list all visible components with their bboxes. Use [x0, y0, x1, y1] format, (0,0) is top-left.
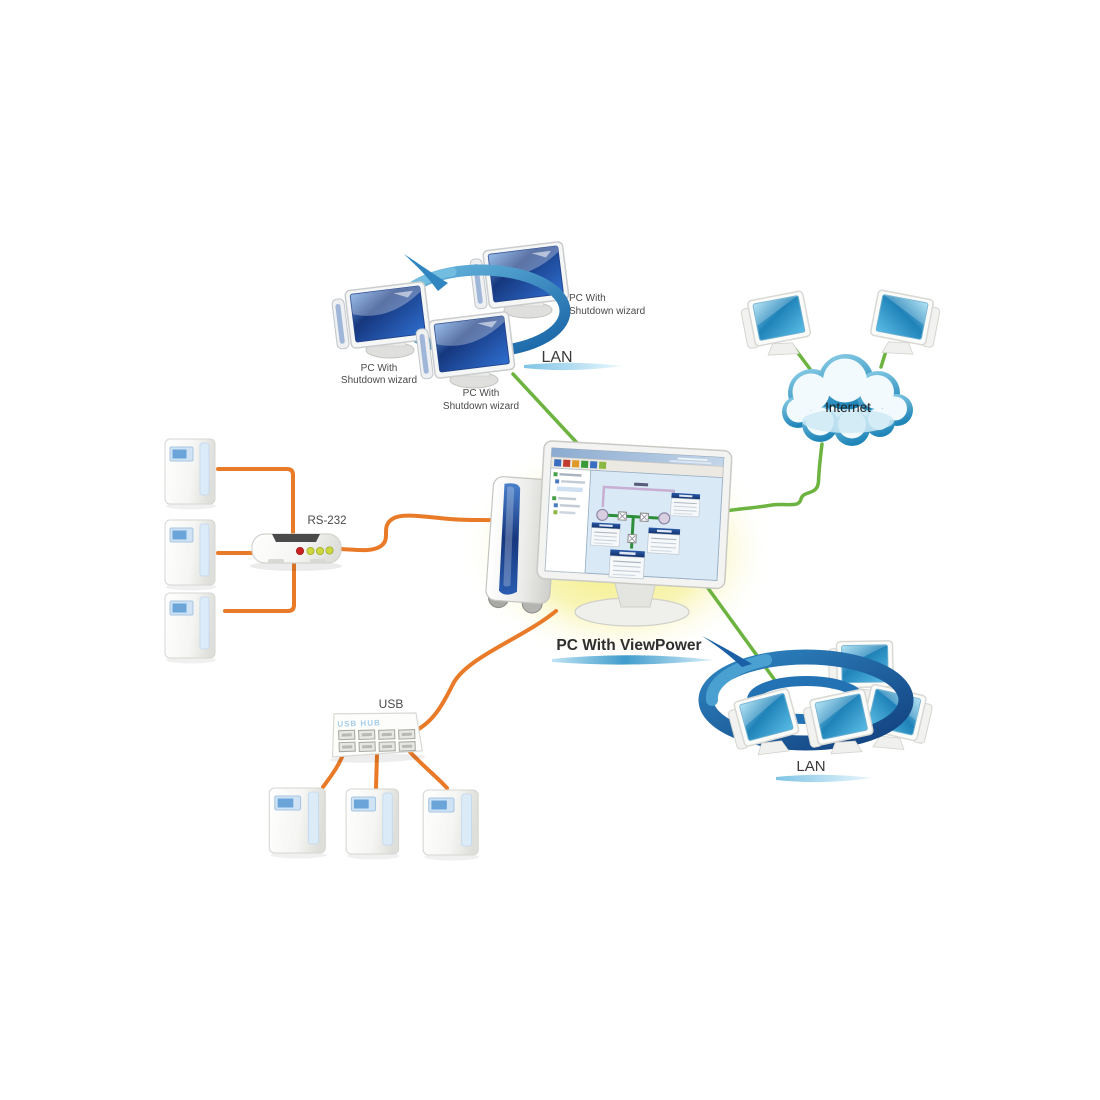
rs232-foot-1 [268, 559, 284, 563]
serial-group: RS-232 [164, 438, 347, 664]
titlebar-text-line2 [669, 460, 712, 465]
pc-with-shutdown-wizard-1 [329, 280, 432, 359]
pc-with-shutdown-wizard-3 [413, 310, 516, 389]
pc2-label-line1: PC With [569, 293, 606, 304]
viewpower-swoosh [552, 655, 714, 665]
usb-port-row-2 [338, 741, 416, 753]
toolbar-icon-5 [589, 461, 598, 469]
rs232-foot-2 [310, 559, 326, 563]
topology-box-bottom [608, 548, 646, 580]
cable-usbhub-to-viewpower [409, 609, 558, 735]
pc2-label-line2: Shutdown wizard [569, 306, 645, 317]
rs232-led-2 [316, 546, 325, 555]
usb-group: USB HUB USB [268, 697, 480, 862]
internet-pc-2 [868, 288, 943, 357]
toolbar-icon-4 [580, 460, 589, 469]
topology-graph [590, 482, 701, 580]
bottom-lan-label: LAN [796, 758, 825, 775]
ups-tower-1 [164, 438, 217, 510]
pc3-label-line2: Shutdown wizard [443, 401, 519, 412]
top-lan-ring-tail [404, 254, 448, 291]
ups-tower-5 [345, 788, 401, 861]
bottom-lan-cluster: LAN [698, 632, 937, 783]
pc3-label-line1: PC With [463, 388, 500, 399]
sidebar-tree-items [552, 472, 586, 515]
titlebar-text-line1 [677, 457, 708, 462]
bottom-lan-swoosh [776, 774, 872, 783]
cloud-inner-shade [802, 409, 894, 433]
bottom-lan-ring-tail [702, 636, 752, 667]
rs232-led-3 [325, 546, 334, 555]
cable-pc2-to-cloud [879, 349, 888, 369]
toolbar-icons [553, 459, 607, 470]
cable-toplan-to-viewpower [511, 372, 580, 446]
internet-cluster: Internet [738, 288, 943, 446]
rs232-led-1 [306, 546, 315, 555]
usb-port-row-1 [338, 729, 416, 741]
cable-ups1-to-rs232 [216, 467, 295, 539]
pc1-label-line1: PC With [361, 363, 398, 374]
bottom-lan-ring-highlight [705, 654, 772, 706]
tower-stripe-gloss [503, 486, 515, 587]
ups-tower-2 [164, 519, 217, 591]
ups-tower-6 [422, 789, 480, 862]
cable-usbhub-to-ups6 [408, 750, 449, 790]
topology-box-left [590, 521, 621, 548]
usb-hub-device-label: USB HUB [337, 718, 381, 729]
rs232-device [250, 533, 342, 571]
bottom-lan-pc-3 [800, 687, 876, 757]
toolbar-icon-3 [571, 460, 580, 468]
top-lan-label: LAN [541, 349, 572, 366]
ups-tower-4 [268, 787, 327, 860]
hub-shadow [329, 754, 426, 763]
usb-ports [338, 729, 416, 753]
internet-pc-1 [738, 289, 813, 358]
internet-cloud-icon [782, 354, 913, 446]
topology-loop-label [634, 482, 649, 487]
tower-front-stripe [499, 483, 521, 595]
internet-label: Internet [825, 400, 871, 415]
viewpower-label: PC With ViewPower [556, 637, 701, 654]
viewpower-monitor [536, 440, 733, 590]
top-lan-cluster: PC With Shutdown wizard PC With Shutdown… [329, 240, 645, 412]
usb-hub-device: USB HUB [329, 712, 426, 763]
topology-box-right [646, 526, 681, 555]
cable-cloud-to-viewpower [724, 442, 824, 513]
topology-bus-line [598, 513, 669, 521]
ups-tower-3 [164, 592, 217, 664]
cable-usbhub-to-ups5 [374, 752, 379, 790]
topology-node-left-icon [596, 508, 609, 522]
cables [216, 347, 888, 790]
viewpower-pc: PC With ViewPower [485, 440, 733, 665]
topology-node-right-icon [658, 512, 671, 525]
toolbar-icon-6 [598, 461, 607, 470]
rs232-led-red [296, 546, 305, 555]
pc1-label-line2: Shutdown wizard [341, 375, 417, 386]
cable-rs232-to-viewpower [339, 513, 507, 553]
usb-label: USB [379, 697, 404, 711]
cable-ups3-to-rs232 [223, 561, 296, 613]
top-lan-swoosh [524, 362, 622, 371]
rs232-top-slot [272, 534, 320, 542]
topology-switch-icons [617, 511, 650, 544]
toolbar-icon-1 [553, 459, 562, 467]
rs232-label: RS-232 [308, 515, 347, 527]
topology-branch-line [630, 516, 635, 549]
topology-box-top-right [669, 492, 701, 518]
toolbar-icon-2 [562, 459, 571, 468]
